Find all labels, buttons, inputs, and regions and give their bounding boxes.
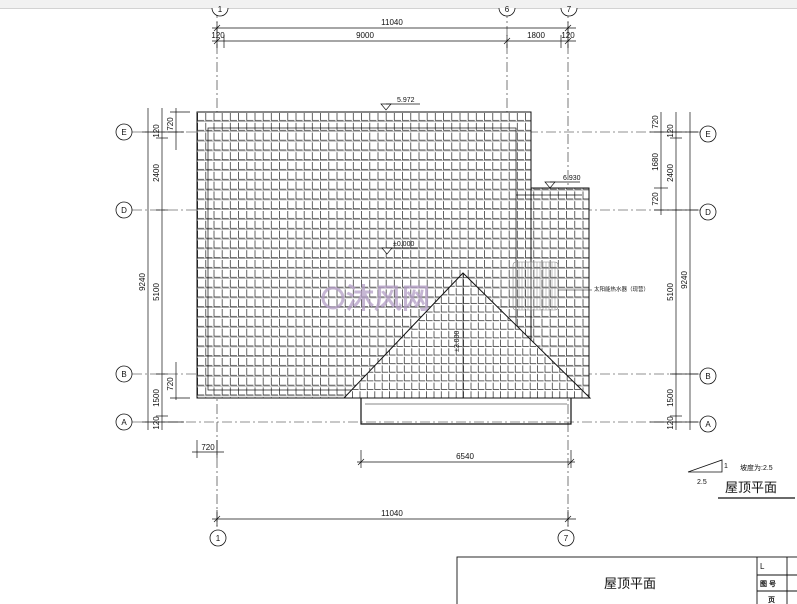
gable-porch [360,398,572,425]
dim-left-total: 9240 [138,273,147,291]
elevation-marks [380,103,580,255]
dim-top-right-end: 120 [561,31,575,40]
plan-title: 屋顶平面 [725,481,777,496]
axis-label-right-b: B [705,372,710,381]
dim-right-seg-4: 2400 [666,164,675,182]
axis-label-right-a: A [705,420,711,429]
dim-right-top-end: 120 [666,124,675,138]
dim-right-seg-2: 1680 [651,153,660,171]
title-block-drawing-no-label: 图 号 [760,579,776,588]
left-dimension-chain [142,108,190,430]
right-axis-bubbles [699,125,717,433]
title-block-drawing-name: 屋顶平面 [604,577,656,592]
dim-right-total: 9240 [680,271,689,289]
dim-right-bottom-end: 120 [666,416,675,430]
dim-right-seg-1: 720 [651,115,660,129]
gable-roof [342,272,592,399]
dim-left-bottom-end: 120 [152,416,161,430]
dim-top-left-end: 120 [211,31,225,40]
dim-bottom-seg: 6540 [456,452,474,461]
dim-right-seg-3: 720 [651,192,660,206]
dim-left-seg-2: 5100 [152,283,161,301]
dim-bottom-total: 11040 [381,509,403,518]
axis-label-bottom-7: 7 [564,534,569,543]
axis-label-right-d: D [705,208,711,217]
dim-bottom-offset: 720 [201,443,215,452]
elevation-ground: ±0.000 [393,241,414,248]
watermark-text: 沐风网 [346,283,430,314]
dim-top-seg-b: 1800 [527,31,545,40]
dim-left-seg-1: 2400 [152,164,161,182]
axis-label-top-6: 6 [505,5,510,14]
title-block [456,556,797,604]
slope-rise: 1 [724,463,728,470]
dim-left-seg-4: 1500 [152,389,161,407]
axis-label-left-b: B [121,370,126,379]
slope-run: 2.5 [697,479,707,486]
title-block-page-label: 页 [768,596,775,604]
left-axis-bubbles [115,123,133,431]
elevation-ridge-main: 5.972 [397,97,415,104]
top-dimension-chain [212,22,576,48]
dim-left-top-end: 120 [152,124,161,138]
dim-right-seg-6: 1500 [666,389,675,407]
dim-top-seg-a: 9000 [356,31,374,40]
axis-label-top-7: 7 [567,5,572,14]
dim-right-seg-5: 5100 [666,283,675,301]
elevation-gable: ±3.000 [454,331,461,352]
slope-indicator [687,459,723,473]
slope-label: 坡度为:2.5 [740,463,773,472]
dim-top-total: 11040 [381,18,403,27]
elevation-ridge-right: 6.930 [563,175,581,182]
watermark-logo: 沐风网 [321,283,430,314]
axis-label-left-a: A [121,418,127,427]
title-block-corner: L [760,562,765,571]
axis-label-left-e: E [121,128,126,137]
bottom-dimension-chain [192,440,576,526]
axis-label-left-d: D [121,206,127,215]
axis-label-top-1: 1 [218,5,223,14]
axis-label-bottom-1: 1 [216,534,221,543]
axis-label-right-e: E [705,130,710,139]
right-dimension-chain [650,112,698,430]
dim-left-top-seg: 720 [166,117,175,131]
dim-left-seg-3: 720 [166,377,175,391]
bottom-axis-bubbles [209,529,575,547]
solar-heater-label: 太阳能热水器（现营） [594,285,649,293]
solar-heater-panel [512,261,559,311]
